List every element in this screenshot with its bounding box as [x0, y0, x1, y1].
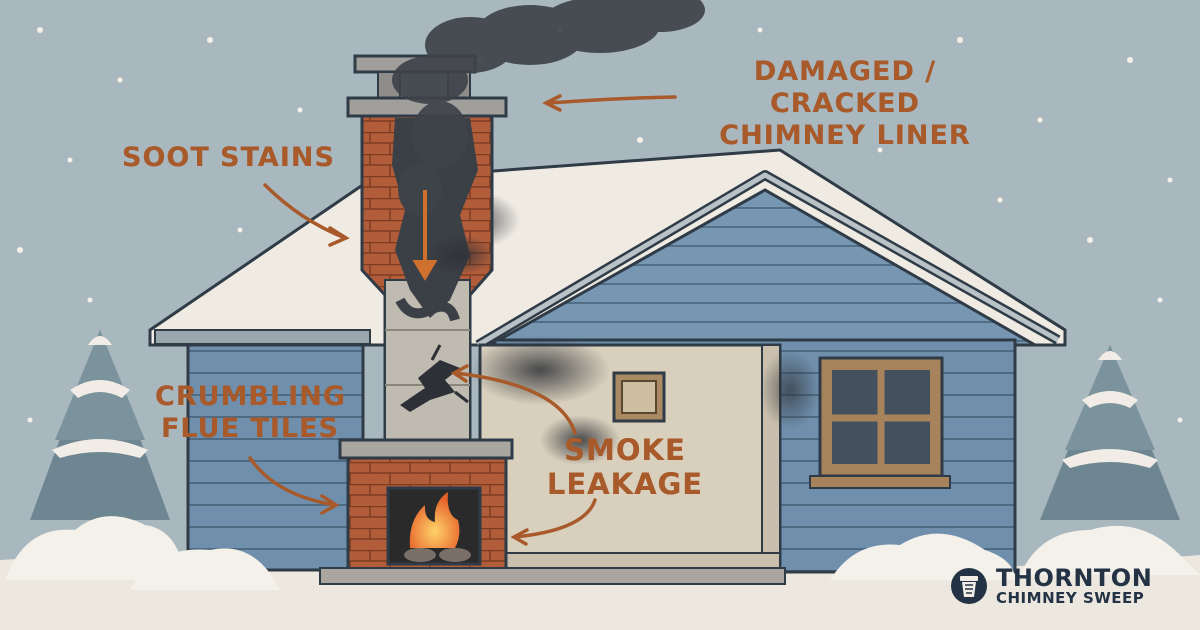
left-wall: [186, 328, 365, 572]
smoke-plume: [392, 0, 705, 216]
arrow-smoke-up: [453, 371, 577, 435]
soot-smudge: [470, 335, 610, 405]
label-crumbling-line2: FLUE TILES: [160, 412, 339, 444]
tree-left: [30, 330, 170, 520]
arrow-smoke-down: [513, 498, 597, 539]
label-crumbling-flue: CRUMBLING FLUE TILES: [155, 381, 345, 445]
roof-fascia: [154, 329, 371, 345]
snow-bush-right: [830, 533, 1015, 580]
snow-bush-left: [5, 516, 185, 580]
label-soot-text: SOOT STAINS: [122, 142, 335, 173]
tree-right: [1040, 345, 1180, 520]
liner-arrow: [412, 190, 438, 281]
chimney-brush-icon: [951, 568, 987, 605]
fire: [409, 492, 460, 548]
label-smoke-line2: LEAKAGE: [546, 467, 704, 502]
arrow-damaged: [546, 95, 677, 105]
label-smoke-line1: SMOKE: [564, 433, 686, 467]
brand-line1: THORNTON: [996, 564, 1153, 592]
label-damaged-line2: CHIMNEY LINER: [719, 119, 971, 151]
label-damaged-liner: DAMAGED / CRACKED CHIMNEY LINER: [680, 56, 1010, 152]
label-damaged-line1: DAMAGED / CRACKED: [753, 56, 937, 119]
label-crumbling-line1: CRUMBLING: [155, 381, 346, 412]
label-soot-stains: SOOT STAINS: [122, 142, 335, 174]
brand-logo: THORNTON CHIMNEY SWEEP: [950, 564, 1153, 608]
crack: [400, 360, 460, 412]
snow-bush-center: [130, 548, 280, 590]
arrow-soot: [263, 183, 347, 240]
fireplace-mantel: [338, 438, 514, 460]
brand-line2: CHIMNEY SWEEP: [996, 589, 1145, 608]
label-smoke-leakage: SMOKE LEAKAGE: [545, 433, 705, 501]
brand-name: THORNTON CHIMNEY SWEEP: [996, 564, 1153, 608]
annotation-arrows: [248, 94, 677, 546]
arrow-crumbling: [248, 456, 337, 507]
